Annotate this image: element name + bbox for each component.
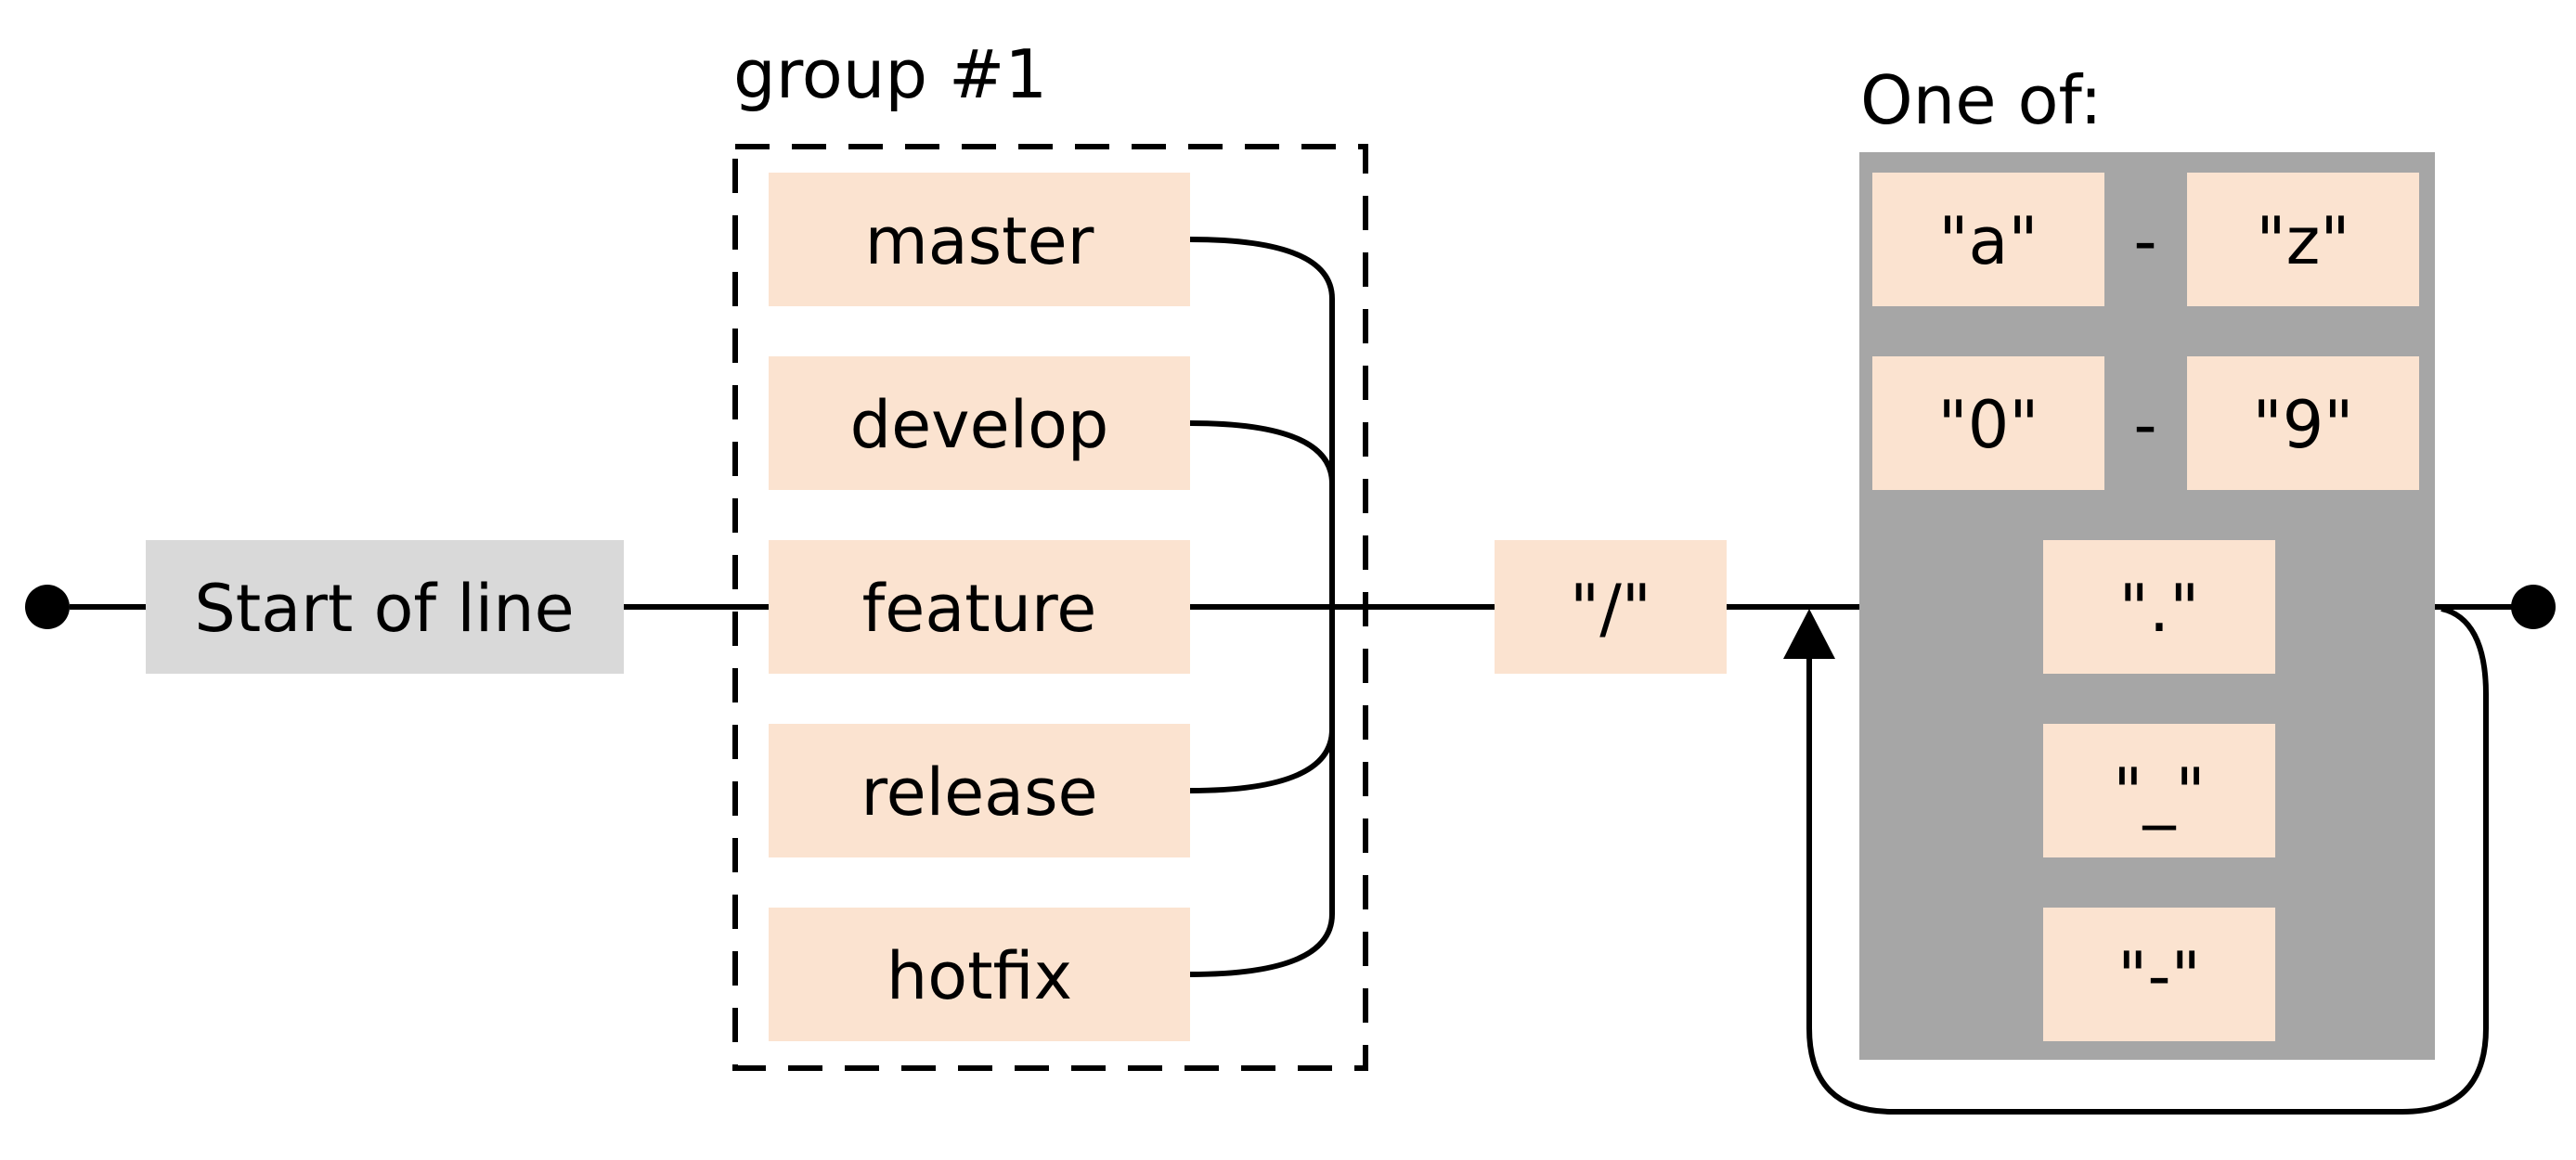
branch-curve-master: [1189, 237, 1335, 300]
char-box-a: [1872, 173, 2104, 306]
char-label-nine: "9": [2253, 387, 2354, 463]
literal-slash-box: [1495, 540, 1727, 674]
char-box-z: [2187, 173, 2419, 306]
char-label-dot: ".": [2119, 571, 2200, 647]
group-border: [732, 144, 1368, 1071]
start-of-line-box: [146, 540, 624, 674]
option-label-master: master: [865, 203, 1094, 279]
range-dash-letters: -: [2133, 203, 2156, 279]
loop-arrowhead-icon: [1783, 609, 1835, 659]
option-box-feature: [769, 540, 1190, 674]
group-title: group #1: [733, 35, 1047, 113]
char-box-hyphen: [2043, 908, 2275, 1041]
option-label-hotfix: hotfix: [887, 938, 1072, 1014]
start-of-line-label: Start of line: [194, 571, 574, 647]
branch-curve-hotfix: [1189, 913, 1335, 977]
start-terminal-dot: [25, 585, 70, 629]
char-box-nine: [2187, 356, 2419, 490]
option-label-release: release: [861, 754, 1097, 831]
char-box-dot: [2043, 540, 2275, 674]
end-terminal-dot: [2511, 585, 2556, 629]
branch-curve-develop: [1189, 420, 1335, 484]
char-label-hyphen: "-": [2117, 938, 2201, 1014]
char-label-z: "z": [2256, 203, 2349, 279]
char-label-a: "a": [1938, 203, 2038, 279]
option-box-release: [769, 724, 1190, 857]
char-box-underscore: [2043, 724, 2275, 857]
range-dash-digits: -: [2133, 387, 2156, 463]
option-box-hotfix: [769, 908, 1190, 1041]
char-box-zero: [1872, 356, 2104, 490]
slash-label: "/": [1570, 571, 1651, 647]
option-box-develop: [769, 356, 1190, 490]
option-label-develop: develop: [850, 387, 1109, 463]
option-box-master: [769, 173, 1190, 306]
char-label-underscore: "_": [2113, 754, 2205, 831]
option-label-feature: feature: [862, 571, 1097, 647]
char-class-title: One of:: [1860, 61, 2103, 139]
char-label-zero: "0": [1938, 387, 2039, 463]
branch-curve-release: [1189, 728, 1335, 793]
loop-back-path: [1806, 606, 2489, 1115]
